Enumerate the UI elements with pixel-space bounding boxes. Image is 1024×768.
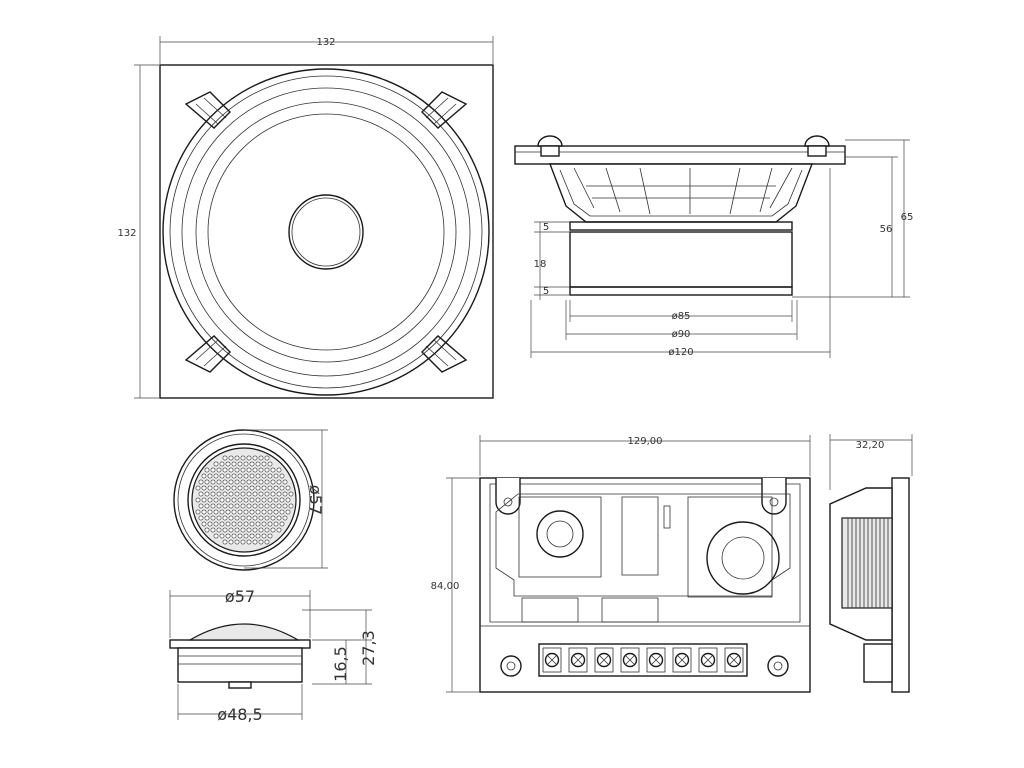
woofer-height-dimension: 132 <box>117 64 159 399</box>
woofer-surround-inner <box>195 101 457 363</box>
crossover-resistor <box>621 496 659 576</box>
tweeter-front-dia-label: ø57 <box>306 485 325 515</box>
woofer-side-top-plate <box>569 221 793 231</box>
crossover-height-label: 84,00 <box>431 581 460 592</box>
crossover-terminal-screw <box>724 647 744 673</box>
woofer-side-flange <box>514 145 846 165</box>
crossover-coil-left-housing <box>518 496 602 578</box>
tweeter-side-top-dimension: ø57 <box>169 587 311 638</box>
crossover-depth-label: 32,20 <box>856 440 885 451</box>
woofer-side-basket-dia-label: ø90 <box>672 329 691 340</box>
woofer-dust-cap-inner <box>291 197 361 267</box>
crossover-side-view: 32,20 <box>829 434 913 693</box>
crossover-coil-left <box>536 510 584 558</box>
woofer-side-view: 5 18 5 ø85 ø90 ø120 56 65 <box>514 135 914 358</box>
woofer-dust-cap <box>288 194 364 270</box>
crossover-terminals <box>542 647 744 673</box>
woofer-side-offset-bottom-label: 5 <box>543 286 549 297</box>
crossover-depth-dimension: 32,20 <box>829 434 913 490</box>
tweeter-side-dome <box>187 623 301 641</box>
woofer-mount-tab-br <box>421 335 468 373</box>
tweeter-front-dia-dimension: ø57 <box>244 429 328 569</box>
crossover-capacitor-right <box>601 597 659 623</box>
crossover-coil-right-housing <box>687 496 773 598</box>
tweeter-side-flange <box>169 639 311 649</box>
tweeter-side-dia-label: ø57 <box>225 587 255 606</box>
tweeter-front-grille-ring <box>187 443 301 557</box>
woofer-surround-outer <box>181 87 471 377</box>
woofer-side-magnet-dia-label: ø85 <box>672 311 691 322</box>
crossover-width-dimension: 129,00 <box>479 435 811 476</box>
woofer-side-screw-right <box>804 135 830 147</box>
woofer-outer-ring <box>162 68 490 396</box>
tweeter-side-height-body-label: 16,5 <box>331 646 350 682</box>
tweeter-side-bottom-dimension: ø48,5 <box>177 684 303 724</box>
woofer-height-label: 132 <box>117 228 136 239</box>
crossover-terminal-block <box>538 643 748 677</box>
tweeter-side-body <box>177 647 303 683</box>
crossover-terminal-screw <box>594 647 614 673</box>
woofer-side-height-body-label: 56 <box>880 224 893 235</box>
tweeter-side-view: ø57 ø48,5 16,5 27,3 <box>169 587 378 724</box>
tweeter-side-height-dimension: 16,5 27,3 <box>302 609 378 685</box>
tweeter-side-terminal <box>228 681 252 689</box>
woofer-cone <box>207 113 445 351</box>
crossover-terminal-screw <box>646 647 666 673</box>
crossover-terminal-screw <box>672 647 692 673</box>
woofer-side-height-total-label: 65 <box>901 212 914 223</box>
crossover-top-view: 129,00 84,00 <box>431 435 811 693</box>
woofer-side-basket <box>548 163 814 223</box>
woofer-mount-tab-bl <box>184 335 231 373</box>
tweeter-side-height-total-label: 27,3 <box>359 630 378 666</box>
tweeter-front-view: ø57 <box>173 429 328 571</box>
woofer-side-frame-dia-label: ø120 <box>668 347 693 358</box>
crossover-hole-right <box>767 655 789 677</box>
woofer-side-magnet-dims: 5 18 5 <box>534 221 570 300</box>
woofer-frame-square <box>159 64 494 399</box>
crossover-side-terminal <box>863 643 893 683</box>
crossover-mount-left <box>495 478 521 515</box>
crossover-width-label: 129,00 <box>628 436 663 447</box>
woofer-mount-tab-tl <box>184 91 231 129</box>
crossover-mount-right <box>761 478 787 515</box>
crossover-side-base <box>891 477 910 693</box>
woofer-side-back-plate <box>569 286 793 296</box>
woofer-side-height-dims: 56 65 <box>792 139 914 298</box>
woofer-side-magnet-height-label: 18 <box>534 259 547 270</box>
crossover-terminal-screw <box>698 647 718 673</box>
woofer-frame-ring <box>169 75 483 389</box>
crossover-capacitor-left <box>521 597 579 623</box>
woofer-side-offset-top-label: 5 <box>543 222 549 233</box>
crossover-side-coil-ribs <box>847 518 889 608</box>
woofer-side-magnet <box>569 231 793 288</box>
crossover-terminal-screw <box>542 647 562 673</box>
woofer-side-diameter-dims: ø85 ø90 ø120 <box>530 168 831 358</box>
crossover-terminal-screw <box>620 647 640 673</box>
crossover-height-dimension: 84,00 <box>431 477 480 693</box>
crossover-hole-left <box>500 655 522 677</box>
crossover-terminal-screw <box>568 647 588 673</box>
woofer-side-screw-left <box>537 135 563 147</box>
woofer-width-label: 132 <box>316 37 335 48</box>
crossover-side-coil <box>841 517 893 609</box>
tweeter-front-grille-pattern <box>195 455 294 545</box>
woofer-mount-tab-tr <box>421 91 468 129</box>
woofer-width-dimension: 132 <box>159 36 494 64</box>
woofer-front-view: 132 132 <box>117 36 494 399</box>
crossover-coil-right <box>706 521 780 595</box>
tweeter-side-base-dia-label: ø48,5 <box>217 705 262 724</box>
